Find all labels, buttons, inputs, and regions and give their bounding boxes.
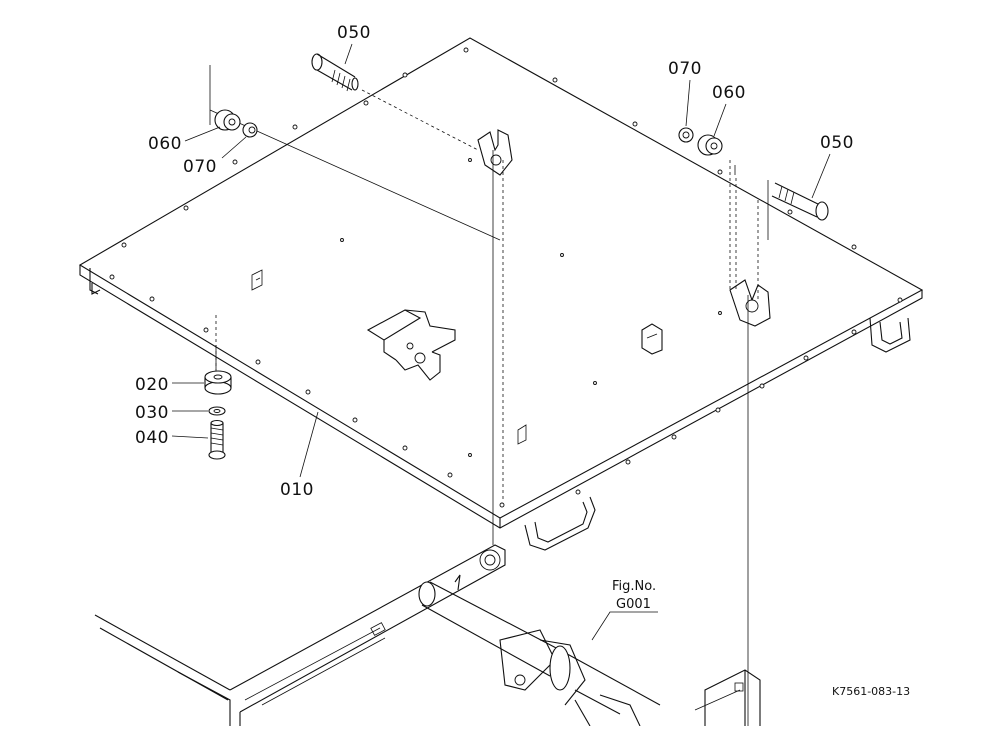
washer-030 bbox=[208, 406, 226, 416]
label-070-left: 070 bbox=[183, 157, 217, 177]
label-060-left: 060 bbox=[148, 134, 182, 154]
label-040: 040 bbox=[135, 428, 169, 448]
bolt-040 bbox=[208, 419, 226, 460]
small-latches bbox=[251, 269, 663, 445]
label-070-right: 070 bbox=[668, 59, 702, 79]
leader-lines bbox=[171, 43, 831, 641]
rubber-mount-020 bbox=[204, 370, 232, 395]
mount-hardware bbox=[204, 315, 232, 460]
left-rear-hardware bbox=[209, 53, 501, 241]
part-number-labels: 050 050 060 060 070 070 020 030 040 010 bbox=[135, 23, 854, 500]
figure-reference: Fig.No. G001 bbox=[612, 579, 656, 612]
lower-frame bbox=[94, 544, 761, 727]
label-020: 020 bbox=[135, 375, 169, 395]
flange-nut-060-left bbox=[214, 109, 241, 131]
label-030: 030 bbox=[135, 403, 169, 423]
right-hinge-bracket bbox=[729, 279, 771, 327]
flange-nut-060-right bbox=[697, 134, 723, 156]
drawing-code: K7561-083-13 bbox=[832, 685, 910, 698]
left-hinge-bracket bbox=[477, 129, 513, 176]
bolt-050-left bbox=[311, 53, 359, 92]
nut-070-left bbox=[242, 122, 258, 138]
center-hinge-bracket bbox=[366, 309, 456, 381]
floor-plate bbox=[78, 37, 924, 726]
edge-holes bbox=[109, 47, 903, 508]
label-050-right: 050 bbox=[820, 133, 854, 153]
label-050-left: 050 bbox=[337, 23, 371, 43]
label-060-right: 060 bbox=[712, 83, 746, 103]
nut-070-right bbox=[678, 127, 694, 143]
figure-ref-line2: G001 bbox=[616, 597, 651, 612]
bolt-050-right bbox=[771, 182, 829, 221]
figure-ref-line1: Fig.No. bbox=[612, 579, 656, 594]
right-rear-hardware bbox=[678, 127, 829, 240]
label-010: 010 bbox=[280, 480, 314, 500]
plate-handles bbox=[524, 317, 911, 551]
